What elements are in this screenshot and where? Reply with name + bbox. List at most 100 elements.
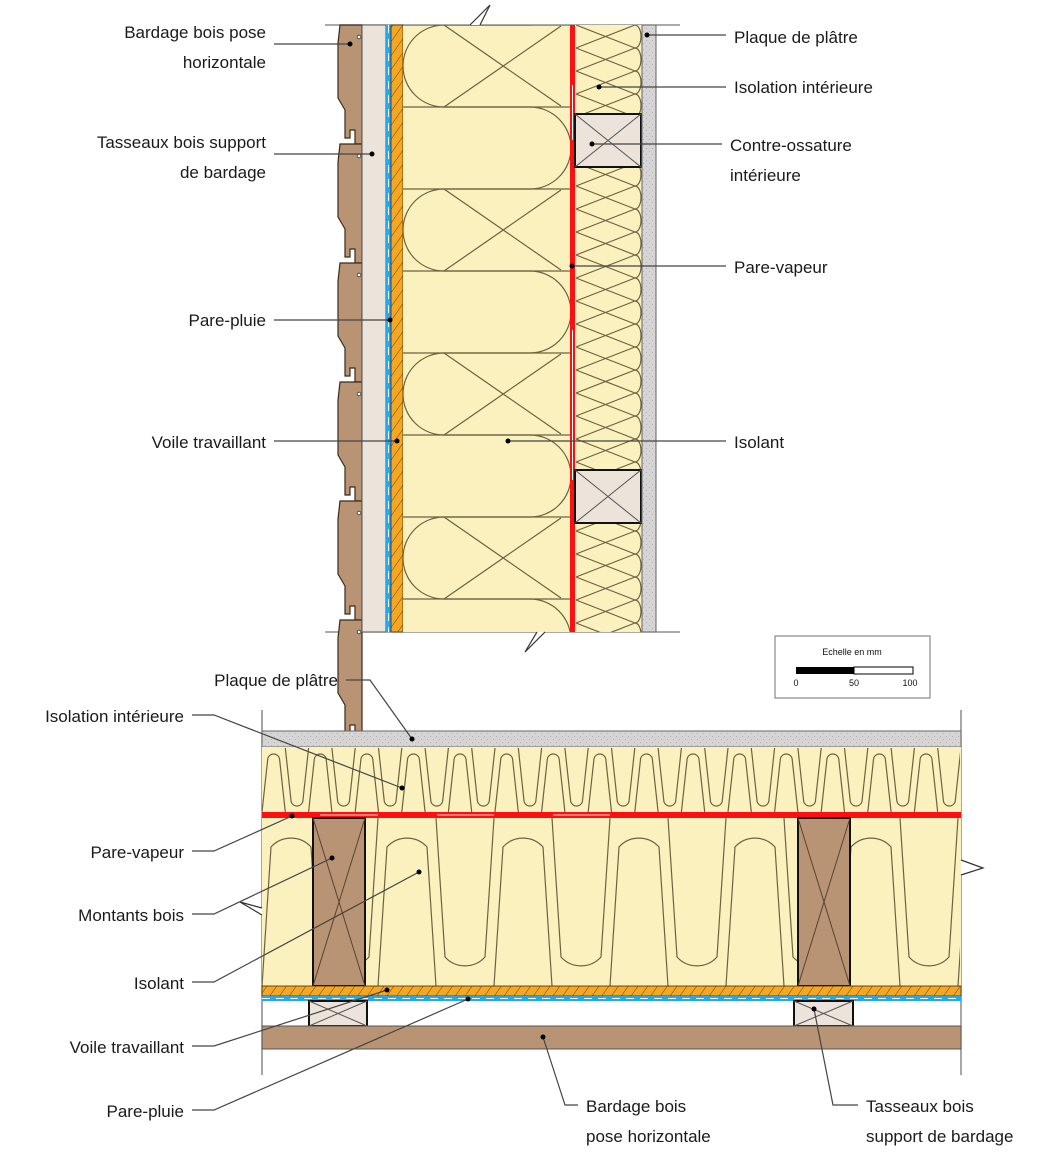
label-isolant: Isolant	[134, 869, 422, 993]
insulation-fiber	[575, 415, 636, 440]
label-pare-vapeur: Pare-vapeur	[569, 258, 828, 277]
isolant-main	[403, 25, 571, 632]
insulation-lobe	[401, 753, 426, 813]
insulation-lobe	[564, 747, 589, 807]
label-pare-pluie: Pare-pluie	[189, 311, 393, 330]
bardage-boards	[337, 24, 363, 740]
insulation-fiber	[575, 576, 636, 601]
insulation-lobe	[725, 837, 785, 986]
insulation-fiber	[575, 185, 636, 210]
insulation-lobe	[727, 753, 752, 813]
insulation-lobe	[841, 837, 901, 986]
label-text: Tasseaux bois support	[97, 133, 266, 152]
insulation-lobe	[403, 25, 537, 26]
horizontal-section-labels: Plaque de plâtre Isolation intérieure Pa…	[45, 671, 1013, 1146]
plaque-platre	[261, 730, 962, 748]
insulation-lobe	[262, 753, 286, 813]
scale-bar-filled	[796, 667, 854, 674]
insulation-lobe	[634, 323, 642, 348]
insulation-lobe	[867, 753, 892, 813]
label-bardage: Bardage bois pose horizontale	[124, 23, 353, 72]
break-symbol-bottom	[524, 631, 546, 653]
bardage-board	[337, 500, 363, 621]
insulation-lobe	[403, 598, 571, 632]
insulation-lobe	[354, 753, 380, 813]
insulation-lobe	[899, 818, 959, 967]
nail-icon	[356, 629, 362, 635]
insulation-fiber	[575, 300, 636, 325]
insulation-fiber	[575, 553, 636, 578]
insulation-fiber	[443, 352, 562, 436]
insulation-lobe	[634, 25, 642, 49]
insulation-lobe	[680, 753, 706, 813]
insulation-lobe	[704, 747, 729, 807]
insulation-lobe	[634, 277, 642, 302]
insulation-lobe	[634, 369, 642, 394]
scale-tick: 50	[849, 678, 859, 688]
scale-title: Echelle en mm	[822, 647, 882, 657]
insulation-fiber	[575, 599, 636, 624]
nail-icon	[356, 153, 362, 159]
horizontal-section	[239, 710, 985, 1075]
isolant-main-pattern	[262, 818, 960, 986]
label-tasseaux: Tasseaux bois support de bardage	[97, 133, 375, 182]
insulation-lobe	[517, 747, 543, 807]
insulation-lobe	[961, 754, 984, 812]
insulation-lobe	[447, 753, 473, 813]
insulation-fiber	[575, 438, 636, 463]
label-tasseaux: Tasseaux bois support de bardage	[811, 1006, 1013, 1146]
label-text: Isolant	[734, 433, 784, 452]
pare-vapeur-membrane	[570, 25, 575, 632]
insulation-lobe	[403, 516, 571, 600]
insulation-fiber	[575, 208, 636, 233]
insulation-lobe	[890, 747, 915, 807]
break-symbol-right	[960, 859, 985, 876]
insulation-lobe	[551, 818, 611, 967]
insulation-lobe	[843, 747, 869, 807]
label-text: Pare-pluie	[189, 311, 267, 330]
label-text: Voile travaillant	[152, 433, 267, 452]
label-contre-ossature: Contre-ossature intérieure	[589, 136, 852, 185]
insulation-fiber	[575, 369, 636, 394]
break-symbol-top	[469, 4, 491, 26]
montant-bois	[312, 817, 366, 987]
nail-icon	[356, 272, 362, 278]
insulation-lobe	[587, 753, 613, 813]
vertical-section-labels: Bardage bois pose horizontale Tasseaux b…	[97, 23, 873, 452]
insulation-lobe	[634, 47, 642, 72]
label-text: intérieure	[730, 166, 801, 185]
bardage-board	[337, 262, 363, 383]
voile-travaillant-panel	[261, 985, 962, 997]
insulation-fiber	[575, 622, 636, 632]
insulation-lobe	[774, 753, 799, 813]
nail-icon	[356, 510, 362, 516]
insulation-lobe	[634, 553, 642, 578]
insulation-lobe	[284, 747, 310, 807]
insulation-lobe	[377, 747, 403, 807]
label-voile: Voile travaillant	[152, 433, 400, 452]
label-pare-vapeur: Pare-vapeur	[90, 813, 295, 862]
insulation-lobe	[634, 576, 642, 601]
insulation-fiber	[575, 346, 636, 371]
nail-icon	[356, 391, 362, 397]
insulation-fiber	[575, 70, 636, 95]
insulation-lobe	[471, 747, 496, 807]
insulation-lobe	[308, 753, 333, 813]
insulation-lobe	[435, 818, 495, 967]
insulation-lobe	[403, 25, 571, 108]
insulation-lobe	[634, 753, 659, 813]
insulation-lobe	[957, 945, 960, 986]
insulation-lobe	[493, 837, 553, 986]
insulation-fiber	[443, 516, 562, 600]
scale-legend: Echelle en mm 0 50 100	[774, 635, 931, 699]
pare-vapeur-membrane	[262, 812, 961, 818]
insulation-fiber	[575, 277, 636, 302]
insulation-fiber	[575, 323, 636, 348]
voile-travaillant-panel	[390, 24, 404, 633]
insulation-fiber	[443, 188, 562, 272]
label-text: Voile travaillant	[70, 1038, 185, 1057]
nail-icon	[356, 34, 362, 40]
bardage-board	[337, 143, 363, 264]
label-text: Isolation intérieure	[734, 78, 873, 97]
label-text: Pare-vapeur	[90, 843, 184, 862]
